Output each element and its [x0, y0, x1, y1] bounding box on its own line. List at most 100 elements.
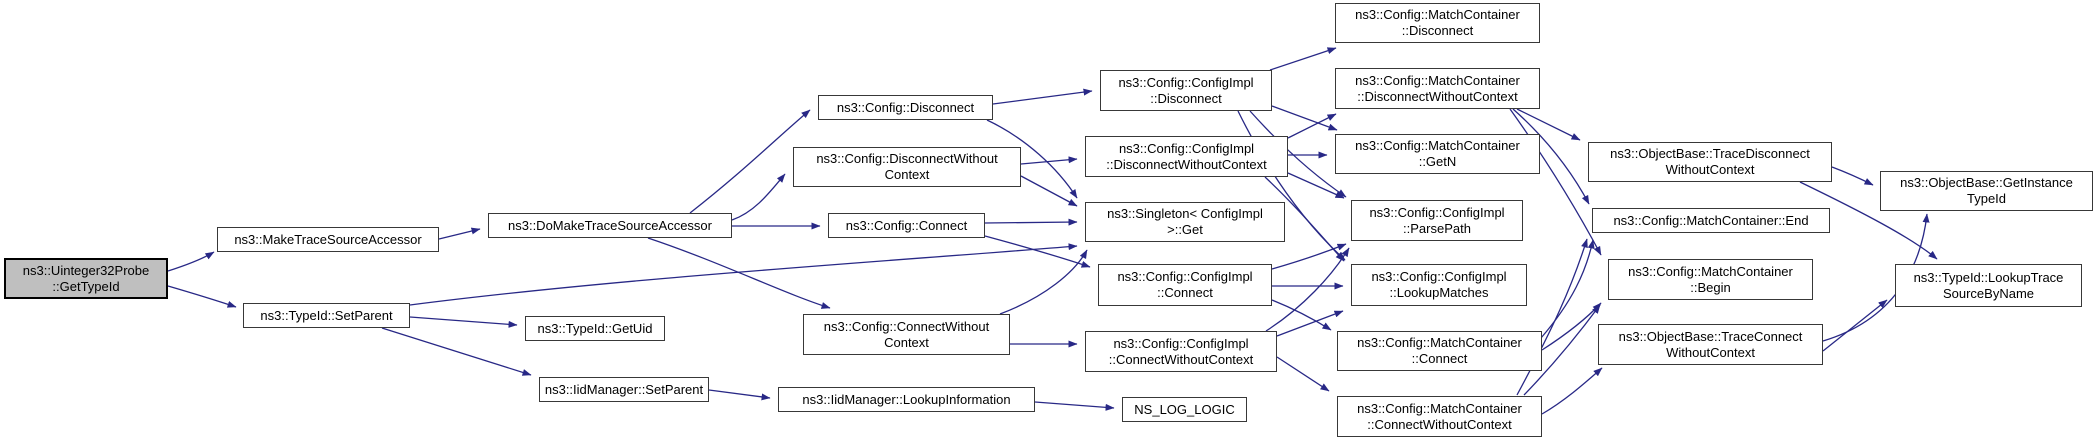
- node-label-line: ns3::Config::MatchContainer: [1357, 400, 1522, 416]
- edge-configimpl-connectwoc--lookupmatches: [1276, 310, 1344, 337]
- edge-mc-connect--mc-end: [1540, 239, 1595, 339]
- node-label-line: ns3::Config::MatchContainer: [1355, 72, 1520, 88]
- node-uinteger32probe-gettypeid: ns3::Uinteger32Probe ::GetTypeId: [4, 258, 168, 299]
- node-config-disconnectwithoutcontext[interactable]: ns3::Config::DisconnectWithout Context: [793, 147, 1021, 187]
- edge-config-connect--singleton-get: [984, 218, 1078, 226]
- edge-traceconnectwoc--lookuptracesourcebyname: [1822, 299, 1888, 352]
- node-typeid-getuid[interactable]: ns3::TypeId::GetUid: [525, 316, 665, 341]
- edge-iidmanager-setparent--lookupinformation: [708, 389, 771, 401]
- edge-configimpl-connect--mc-connect: [1271, 299, 1332, 331]
- node-label-line: ns3::DoMakeTraceSourceAccessor: [508, 217, 712, 233]
- node-matchcontainer-disconnectwithoutcontext[interactable]: ns3::Config::MatchContainer ::Disconnect…: [1335, 68, 1540, 109]
- edge-config-connect--configimpl-connect: [984, 235, 1091, 268]
- node-label-line: WithoutContext: [1666, 344, 1755, 360]
- node-label-line: ns3::Config::MatchContainer: [1355, 7, 1520, 22]
- edge-configimpl-connect--parsepath: [1271, 243, 1347, 270]
- edge-tracedisconnectwoc--getinstancetypeid: [1831, 166, 1874, 186]
- edge-mc-connectwoc--traceconnectwoc: [1541, 367, 1603, 415]
- node-domaketracesourceaccessor[interactable]: ns3::DoMakeTraceSourceAccessor: [488, 213, 732, 238]
- node-configimpl-disconnect[interactable]: ns3::Config::ConfigImpl ::Disconnect: [1100, 70, 1272, 111]
- node-matchcontainer-connectwithoutcontext[interactable]: ns3::Config::MatchContainer ::ConnectWit…: [1337, 396, 1542, 437]
- node-maketracesourceaccessor[interactable]: ns3::MakeTraceSourceAccessor: [217, 227, 439, 252]
- node-matchcontainer-end[interactable]: ns3::Config::MatchContainer::End: [1592, 208, 1830, 233]
- edge-config-disconnectwoc--configimpl-disconnectwoc: [1020, 156, 1078, 165]
- node-label-line: ns3::Config::ConfigImpl: [1113, 335, 1249, 351]
- node-label-line: ::Disconnect: [1401, 23, 1474, 38]
- node-label-line: ns3::Config::MatchContainer: [1357, 335, 1522, 350]
- node-label-line: ns3::Config::ConfigImpl: [1118, 140, 1255, 156]
- node-matchcontainer-disconnect[interactable]: ns3::Config::MatchContainer ::Disconnect: [1335, 3, 1540, 43]
- node-label-line: ns3::MakeTraceSourceAccessor: [234, 231, 422, 247]
- node-objectbase-tracedisconnectwithoutcontext[interactable]: ns3::ObjectBase::TraceDisconnect Without…: [1588, 142, 1832, 182]
- node-label-line: ns3::Config::Connect: [845, 217, 968, 233]
- node-configimpl-connectwithoutcontext[interactable]: ns3::Config::ConfigImpl ::ConnectWithout…: [1085, 331, 1277, 372]
- edge-config-connectwoc--singleton-get: [999, 249, 1088, 315]
- node-configimpl-connect[interactable]: ns3::Config::ConfigImpl ::Connect: [1098, 264, 1272, 306]
- node-iidmanager-lookupinformation[interactable]: ns3::IidManager::LookupInformation: [778, 387, 1035, 412]
- node-label-line: ::Disconnect: [1150, 90, 1222, 106]
- edge-configimpl-disconnect--mc-disconnect: [1269, 47, 1337, 71]
- node-config-disconnect[interactable]: ns3::Config::Disconnect: [818, 95, 993, 120]
- node-objectbase-getinstancetypeid[interactable]: ns3::ObjectBase::GetInstance TypeId: [1880, 171, 2093, 211]
- edge-configimpl-disconnectwoc--lookupmatches: [1264, 176, 1345, 262]
- edge-lookupinformation--ns-log-logic: [1034, 401, 1115, 411]
- node-label-line: ::ParsePath: [1403, 220, 1471, 236]
- node-label-line: ::GetN: [1418, 154, 1457, 169]
- node-typeid-lookuptracesourcebyname[interactable]: ns3::TypeId::LookupTrace SourceByName: [1895, 264, 2082, 307]
- node-label-line: ns3::ObjectBase::TraceDisconnect: [1610, 146, 1810, 161]
- node-config-connectwithoutcontext[interactable]: ns3::Config::ConnectWithout Context: [803, 314, 1010, 355]
- node-label-line: NS_LOG_LOGIC: [1134, 401, 1235, 417]
- node-iidmanager-setparent[interactable]: ns3::IidManager::SetParent: [539, 377, 709, 402]
- edge-gettypeid--typeid-setparent: [167, 285, 237, 308]
- node-label-line: ns3::Config::MatchContainer: [1355, 138, 1520, 153]
- node-label-line: ::GetTypeId: [52, 278, 120, 294]
- node-matchcontainer-begin[interactable]: ns3::Config::MatchContainer ::Begin: [1608, 259, 1813, 300]
- edge-configimpl-disconnect--mc-getn: [1271, 105, 1338, 131]
- edge-tracedisconnectwoc--lookuptracesourcebyname: [1799, 181, 1938, 260]
- node-matchcontainer-connect[interactable]: ns3::Config::MatchContainer ::Connect: [1337, 331, 1542, 371]
- node-label-line: ns3::TypeId::GetUid: [537, 320, 653, 336]
- edge-config-disconnect--configimpl-disconnect: [992, 88, 1093, 105]
- node-matchcontainer-getn[interactable]: ns3::Config::MatchContainer ::GetN: [1335, 134, 1540, 174]
- node-label-line: ::DisconnectWithoutContext: [1106, 156, 1267, 172]
- node-configimpl-lookupmatches[interactable]: ns3::Config::ConfigImpl ::LookupMatches: [1351, 264, 1527, 306]
- node-label-line: ns3::TypeId::LookupTrace: [1913, 269, 2064, 285]
- node-objectbase-traceconnectwithoutcontext[interactable]: ns3::ObjectBase::TraceConnect WithoutCon…: [1598, 324, 1823, 365]
- node-config-connect[interactable]: ns3::Config::Connect: [828, 213, 985, 238]
- edge-typeid-setparent--typeid-getuid: [409, 316, 518, 328]
- edge-typeid-setparent--iidmanager-setparent: [381, 327, 532, 376]
- node-label-line: ns3::ObjectBase::TraceConnect: [1618, 328, 1803, 344]
- node-typeid-setparent[interactable]: ns3::TypeId::SetParent: [243, 303, 410, 328]
- node-label-line: ::LookupMatches: [1389, 285, 1489, 300]
- edge-mc-disconnectwoc--mc-end: [1512, 108, 1590, 205]
- edge-mc-connectwoc--mc-end: [1516, 238, 1588, 396]
- node-label-line: ns3::ObjectBase::GetInstance: [1900, 175, 2073, 190]
- node-label-line: ::DisconnectWithoutContext: [1357, 88, 1518, 104]
- node-configimpl-parsepath[interactable]: ns3::Config::ConfigImpl ::ParsePath: [1351, 200, 1523, 241]
- node-label-line: TypeId: [1966, 191, 2007, 206]
- edge-configimpl-connectwoc--mc-connectwoc: [1276, 356, 1330, 392]
- node-label-line: ::Connect: [1157, 285, 1213, 300]
- node-label-line: Context: [884, 167, 930, 182]
- node-label-line: ns3::Config::MatchContainer: [1628, 263, 1793, 279]
- node-singleton-configimpl-get[interactable]: ns3::Singleton< ConfigImpl >::Get: [1085, 202, 1285, 242]
- edge-domake--config-disconnect: [689, 109, 811, 214]
- node-label-line: ::Begin: [1690, 279, 1731, 295]
- edge-config-disconnectwoc--singleton-get: [1020, 175, 1078, 207]
- node-ns-log-logic[interactable]: NS_LOG_LOGIC: [1122, 397, 1247, 422]
- edge-configimpl-connectwoc--parsepath: [1265, 247, 1350, 332]
- node-label-line: ::ConnectWithoutContext: [1367, 416, 1512, 432]
- edge-mc-disconnectwoc--tracedisconnectwoc: [1516, 108, 1581, 141]
- node-label-line: ns3::Config::ConfigImpl: [1117, 269, 1253, 284]
- edge-maketracesourceaccessor--domaketracesourceaccessor: [438, 227, 481, 240]
- edge-mc-connectwoc--mc-begin: [1523, 304, 1601, 396]
- node-label-line: ns3::Config::ConfigImpl: [1118, 74, 1254, 90]
- node-label-line: ns3::IidManager::LookupInformation: [802, 391, 1011, 407]
- edge-domake--config-connectwithoutcontext: [647, 237, 831, 309]
- node-label-line: ns3::Config::ConfigImpl: [1369, 204, 1505, 220]
- node-configimpl-disconnectwithoutcontext[interactable]: ns3::Config::ConfigImpl ::DisconnectWith…: [1085, 136, 1288, 177]
- node-label-line: ns3::Config::Disconnect: [836, 99, 975, 115]
- node-label-line: ns3::Config::MatchContainer::End: [1613, 212, 1809, 228]
